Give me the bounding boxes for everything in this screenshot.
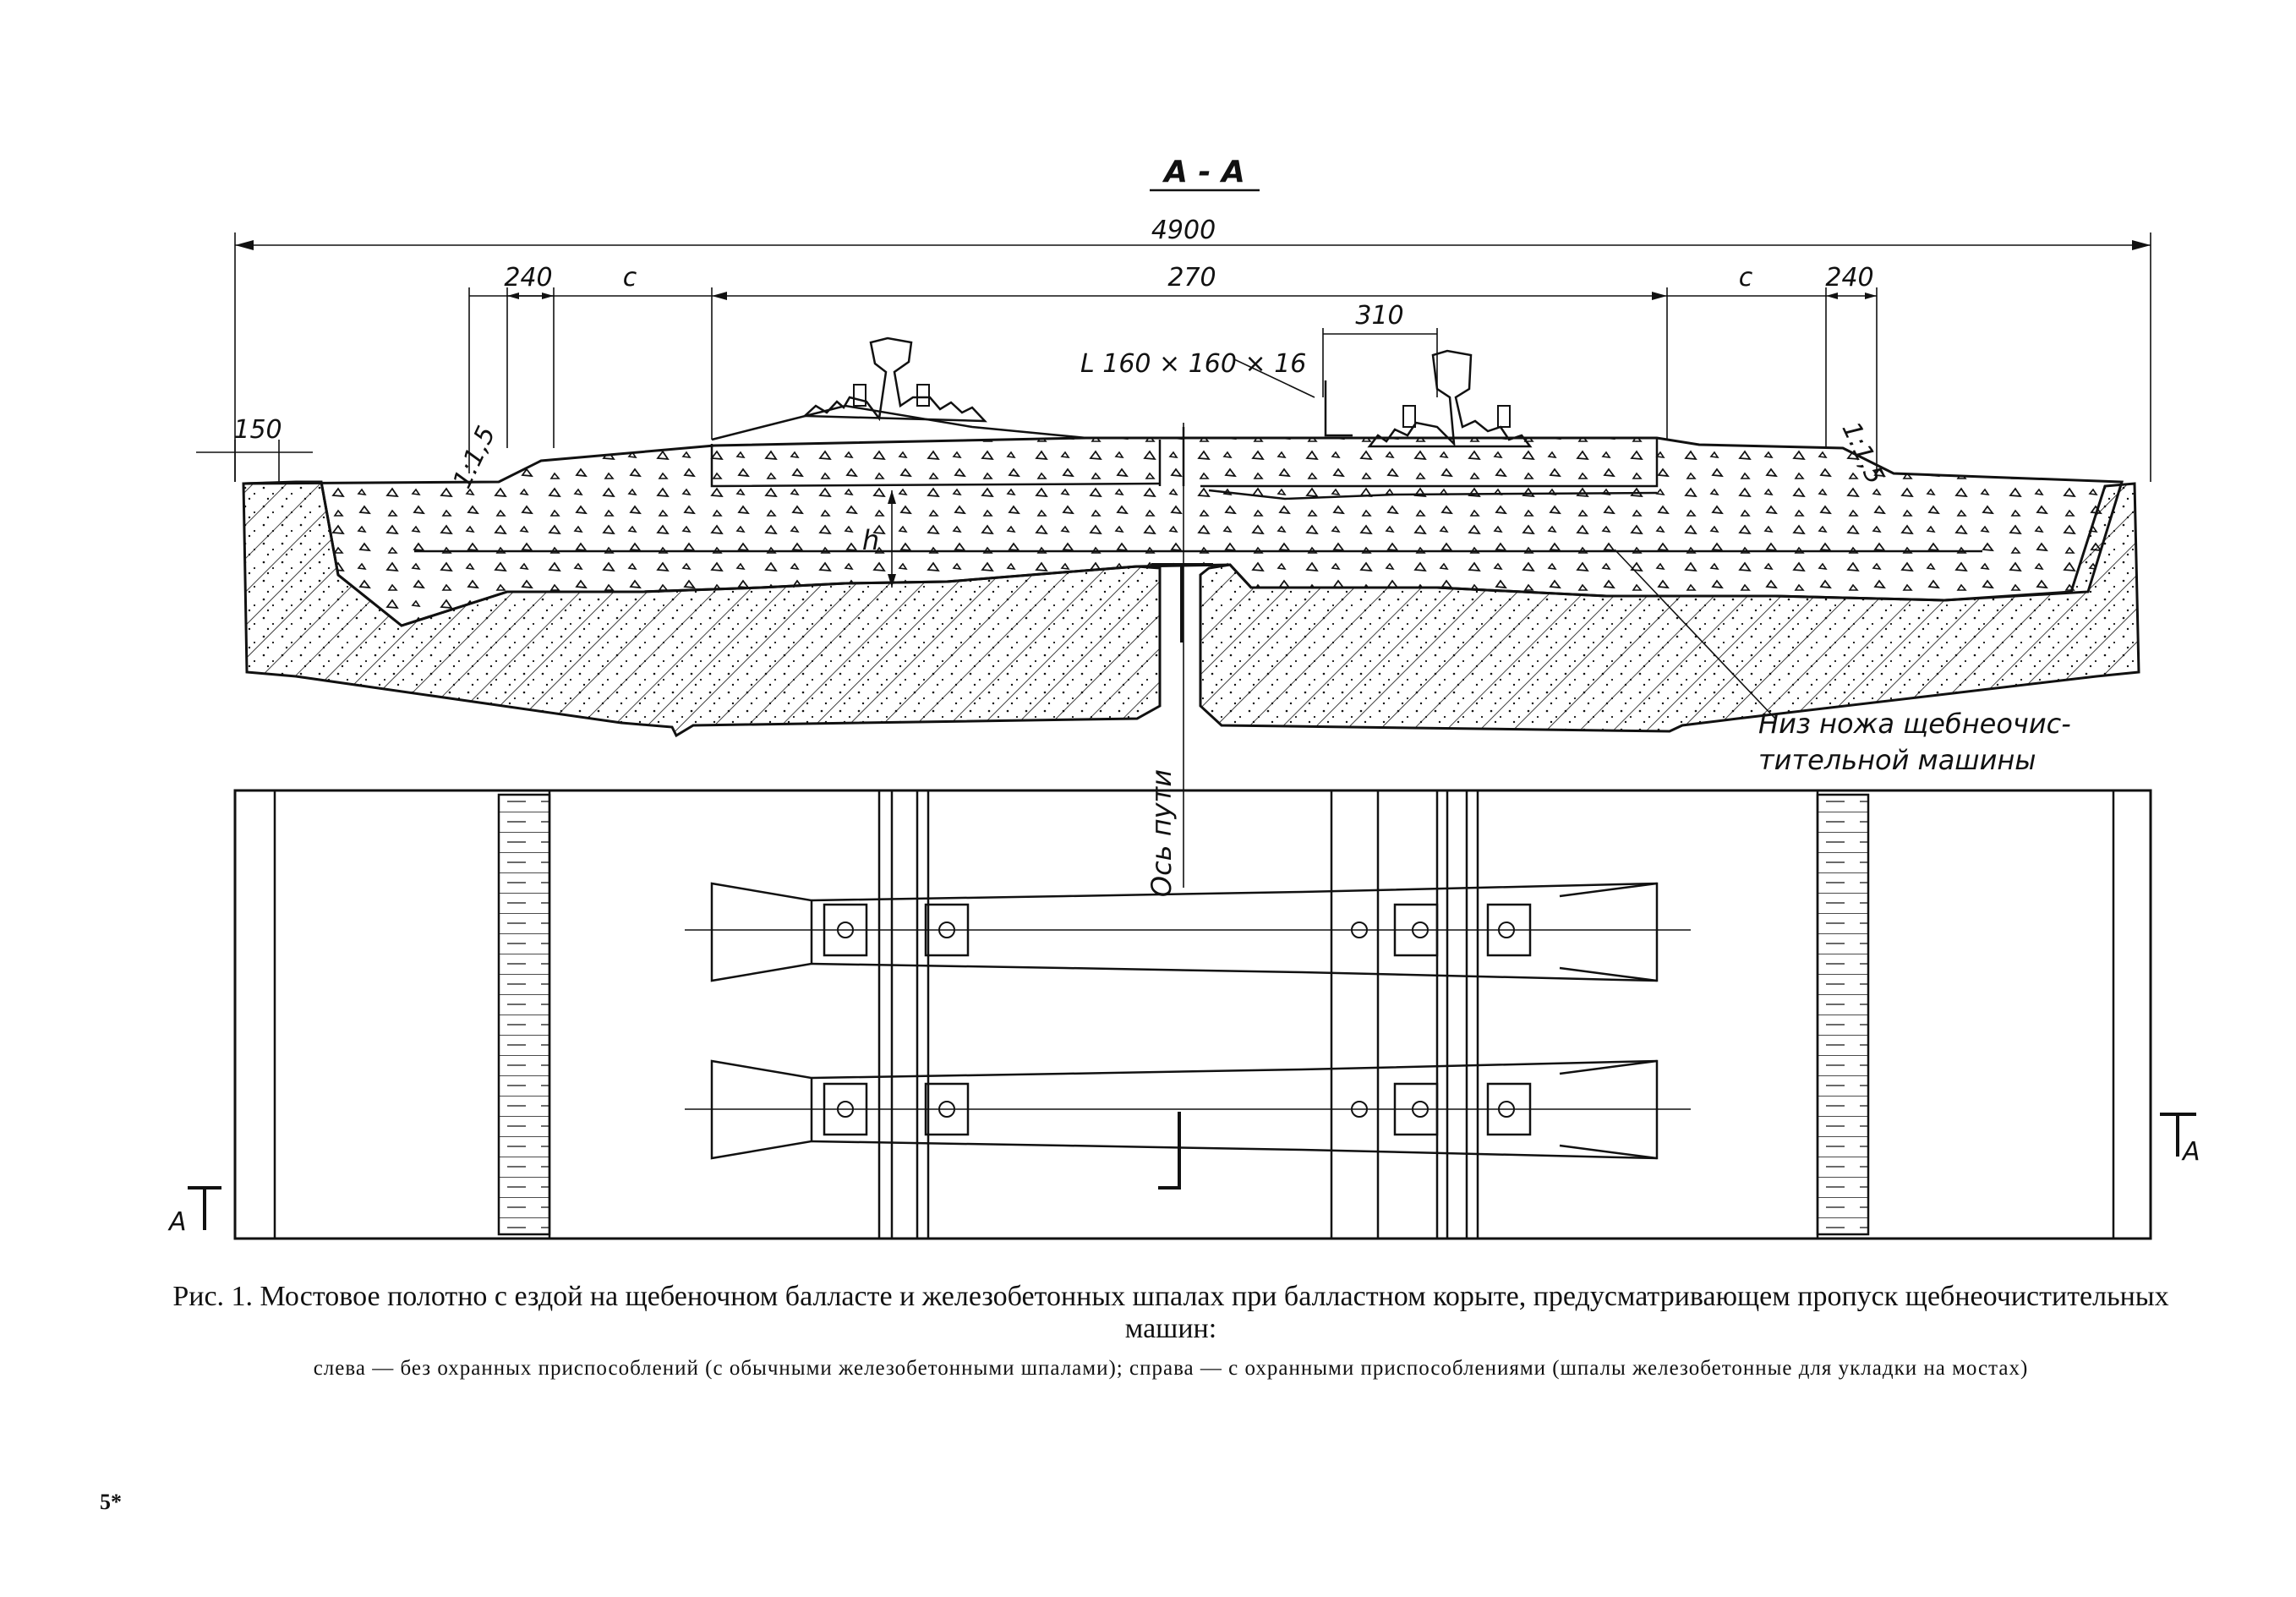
svg-text:h: h [862, 524, 879, 556]
plan-sleeper-upper [685, 882, 1691, 982]
dimension-edge: 150 [196, 415, 313, 482]
figure-caption: Рис. 1. Мостовое полотно с ездой на щебе… [172, 1281, 2169, 1344]
page-mark: 5* [100, 1490, 122, 1514]
rail-section-right [1324, 349, 1533, 448]
figure-caption-legend: слева — без охранных приспособлений (с о… [313, 1357, 2029, 1380]
svg-text:A: A [2181, 1137, 2200, 1167]
svg-text:c: c [623, 263, 637, 293]
svg-text:310: 310 [1355, 301, 1403, 331]
dimension-row-2: 240 c 270 c 240 [468, 263, 1878, 473]
svg-text:A: A [167, 1207, 187, 1237]
angle-leader [1233, 358, 1315, 398]
plan-view [233, 789, 2152, 1240]
section-cut-left: A [167, 1186, 221, 1237]
dimension-overall: 4900 [234, 216, 2151, 482]
section-title: А - А [1162, 155, 1245, 189]
track-axis-label: Ось пути [1145, 769, 1178, 897]
dimension-gauge: 310 [1322, 301, 1438, 397]
plan-sleeper-lower [685, 1059, 1691, 1160]
svg-text:270: 270 [1167, 263, 1216, 293]
cutter-note-line2: тительной машины [1758, 744, 2036, 776]
svg-text:240: 240 [504, 263, 552, 293]
angle-section-label: L 160 × 160 × 16 [1080, 349, 1306, 379]
svg-text:c: c [1739, 263, 1753, 293]
cutter-note-line1: Низ ножа щебнеочис- [1758, 708, 2071, 740]
plan-rail-left-1 [877, 790, 930, 1239]
svg-text:240: 240 [1825, 263, 1873, 293]
svg-text:4900: 4900 [1151, 216, 1216, 245]
rail-section-left [801, 336, 987, 423]
section-cut-right: A [2160, 1113, 2200, 1167]
plan-rail-right-1 [1330, 790, 1479, 1239]
svg-text:150: 150 [233, 415, 282, 445]
cutter-note-leader [1614, 549, 1776, 719]
